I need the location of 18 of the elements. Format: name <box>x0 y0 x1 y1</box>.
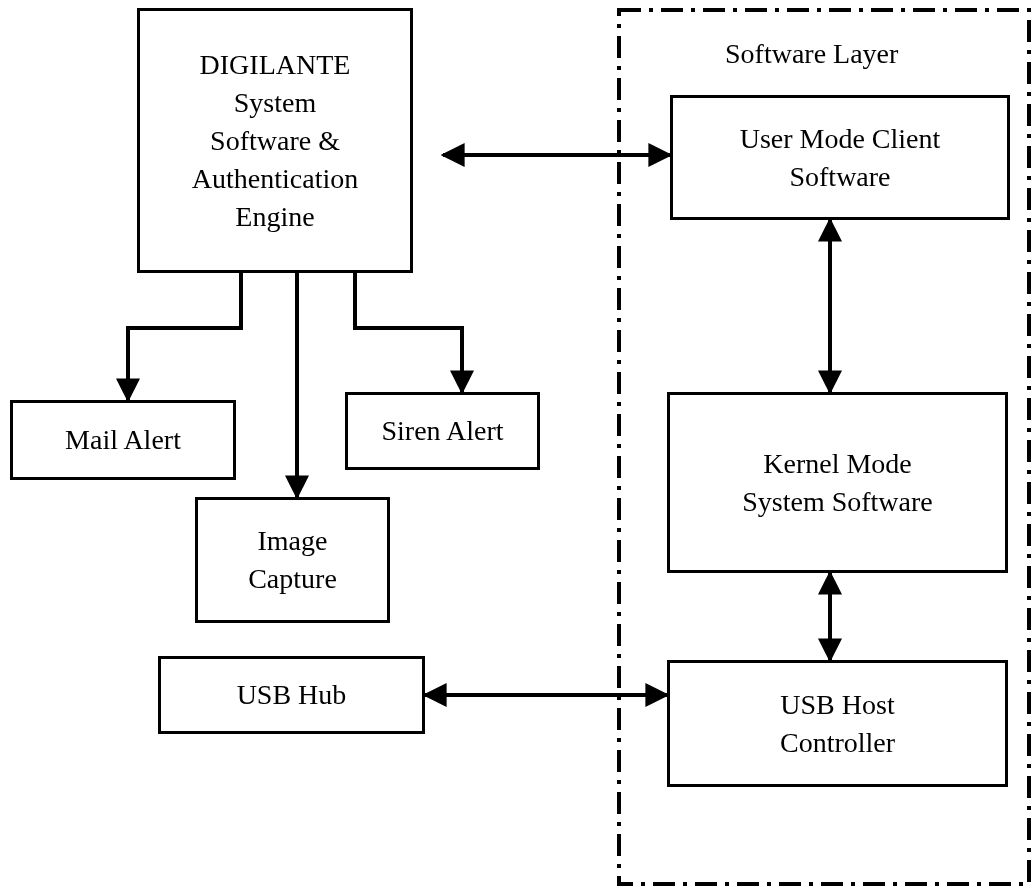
layer-boundary <box>617 8 1031 886</box>
process-box <box>137 8 413 273</box>
process-box <box>195 497 390 623</box>
box-label: User Mode Client Software <box>738 121 942 194</box>
layer-title: Software Layer <box>725 40 899 68</box>
box-label: DIGILANTE System Software & Authentication Engine <box>190 47 360 234</box>
process-box <box>345 392 540 470</box>
box-label: Image Capture <box>247 524 338 596</box>
process-box <box>10 400 236 480</box>
box-label: USB Hub <box>236 678 347 712</box>
box-label: Mail Alert <box>65 423 181 457</box>
box-label: Kernel Mode System Software <box>741 446 934 519</box>
box-label: Siren Alert <box>381 414 504 448</box>
process-box <box>158 656 425 734</box>
process-box <box>667 660 1008 787</box>
process-box <box>670 95 1010 220</box>
box-label: USB Host Controller <box>778 687 897 760</box>
process-box <box>667 392 1008 573</box>
